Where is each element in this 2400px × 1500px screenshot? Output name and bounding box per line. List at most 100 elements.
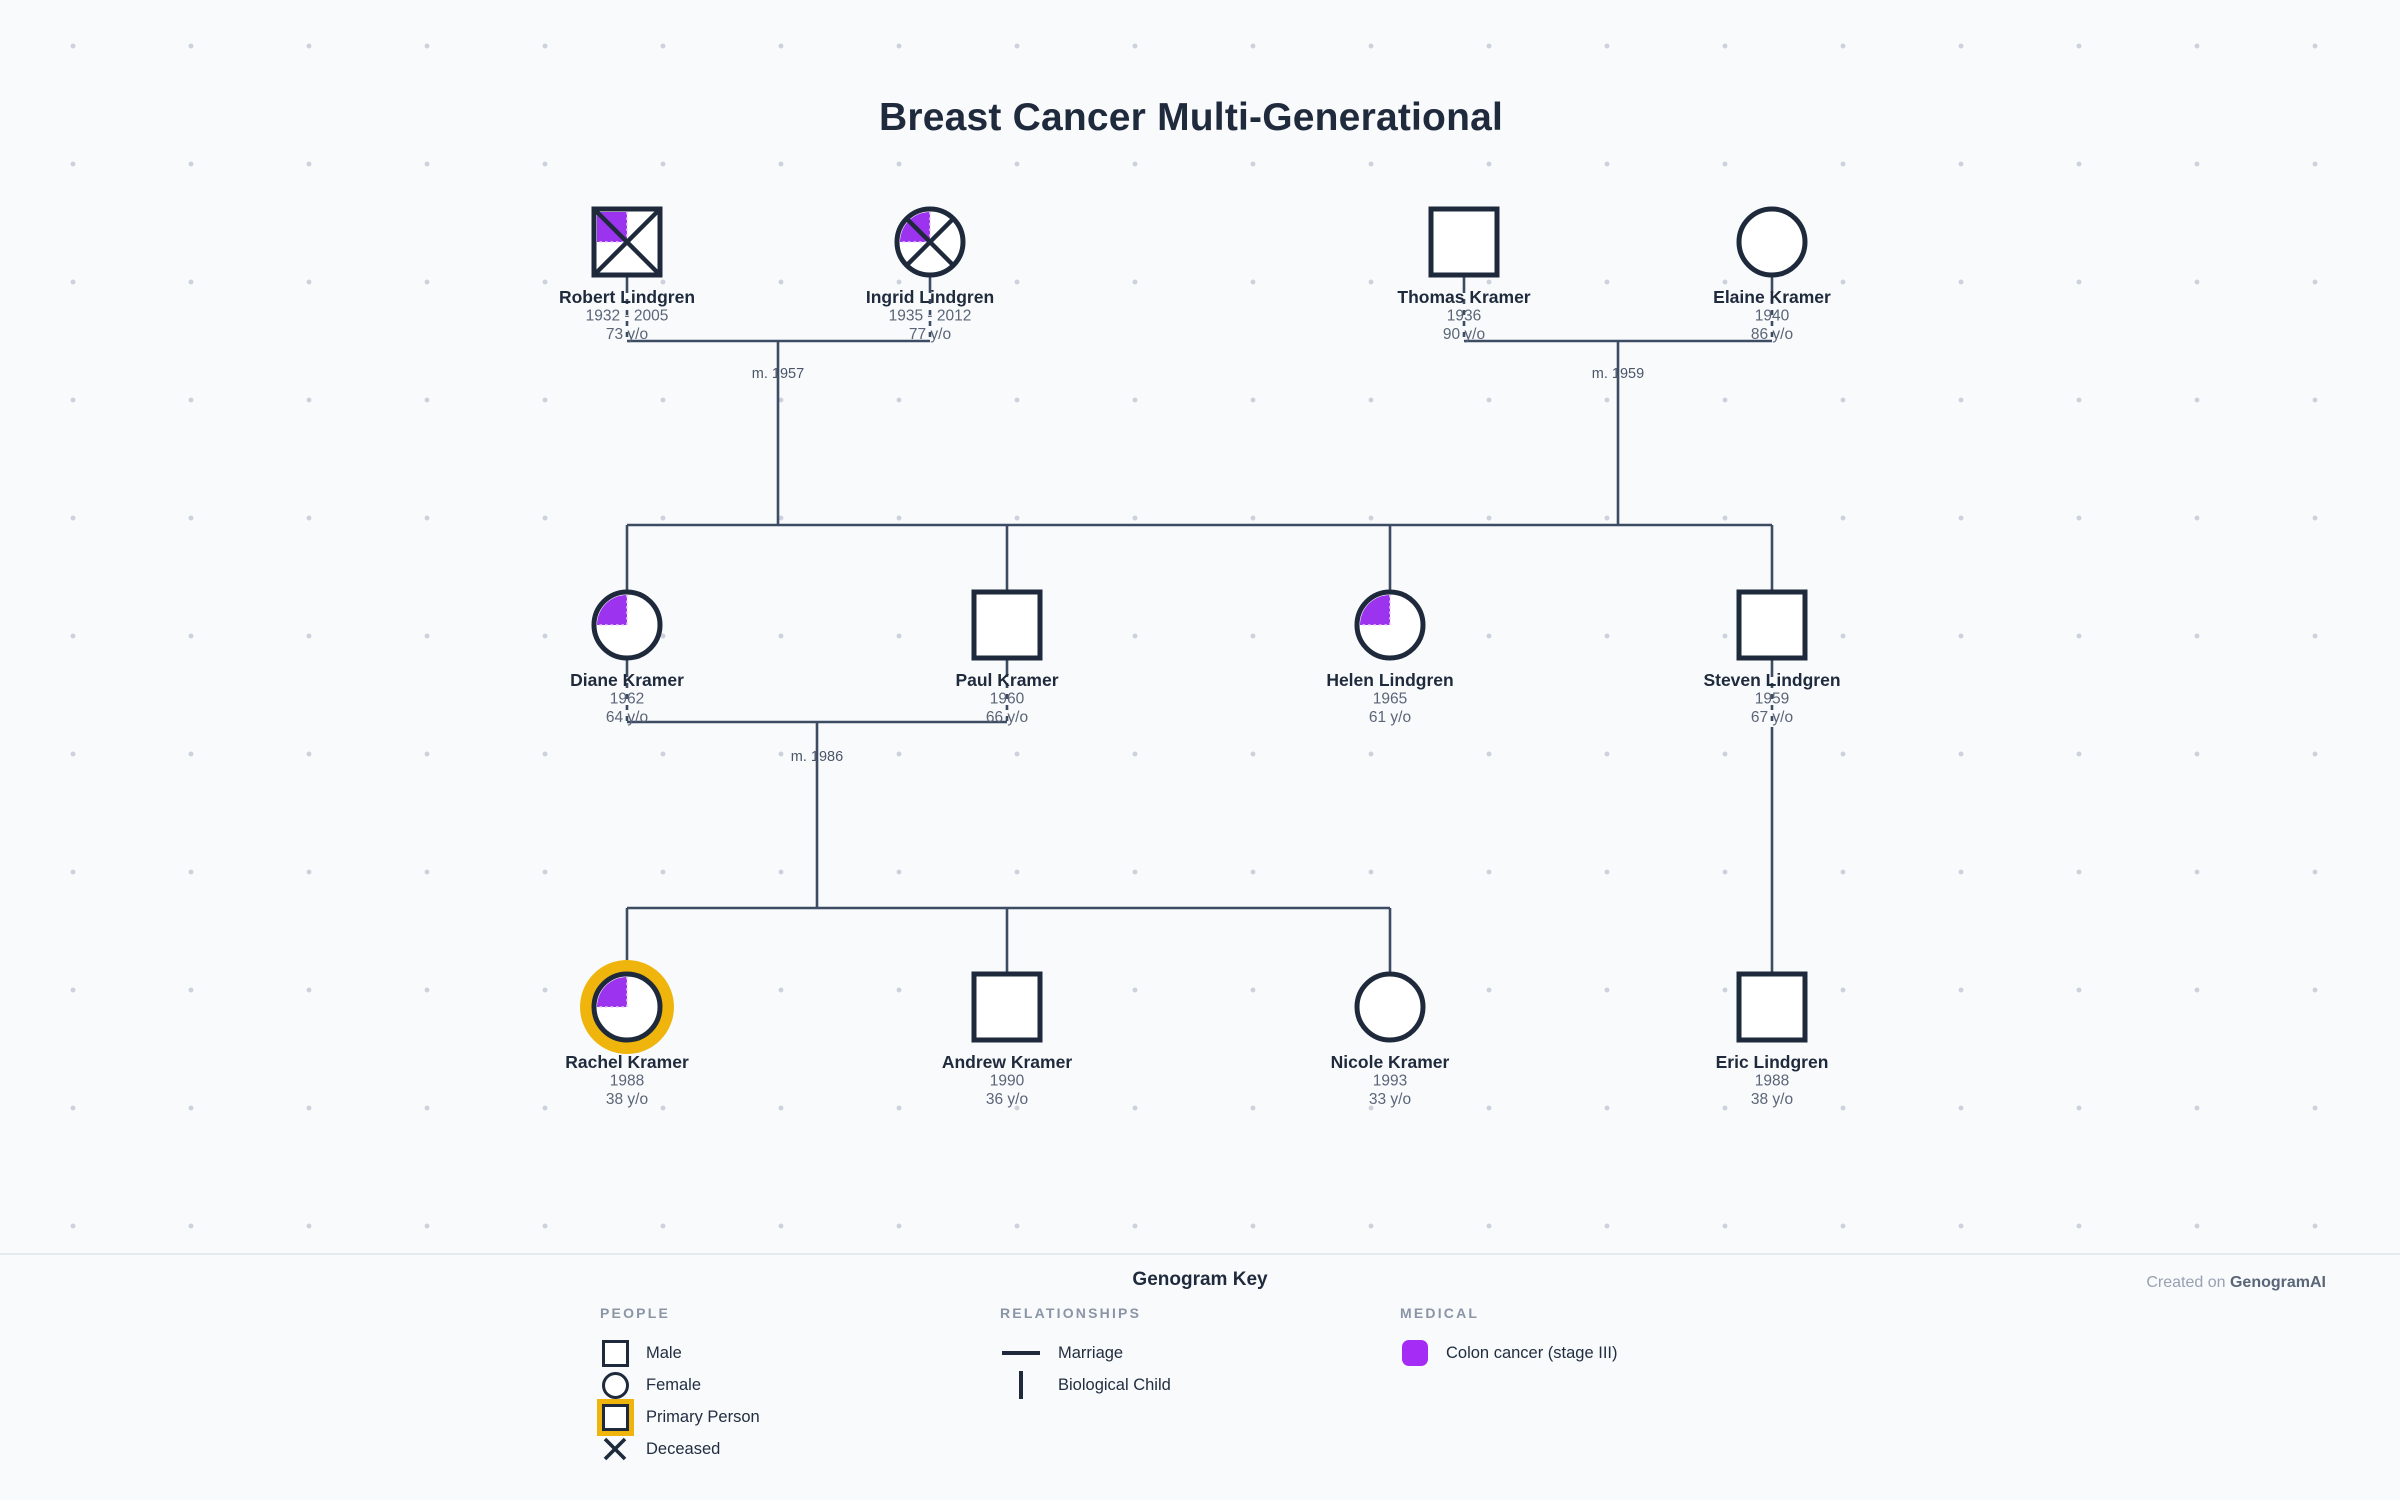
marriage-label: m. 1986	[791, 749, 843, 765]
marriage-line-icon	[1002, 1351, 1040, 1355]
key-item-label: Marriage	[1058, 1343, 1124, 1362]
person-name: Ingrid Lindgren	[866, 287, 994, 307]
person-years: 1988	[1755, 1073, 1789, 1090]
person-node-thomas[interactable]	[1428, 206, 1500, 278]
person-years: 1965	[1373, 691, 1407, 708]
condition-quarter-edge	[1360, 595, 1391, 626]
key-section-relationships: RELATIONSHIPS Marriage Biological Child	[1000, 1305, 1171, 1401]
key-item-label: Male	[646, 1343, 682, 1362]
key-item-marriage: Marriage	[1000, 1337, 1171, 1369]
person-name: Eric Lindgren	[1716, 1052, 1829, 1072]
key-item-label: Female	[646, 1375, 702, 1394]
male-shape	[1736, 589, 1808, 661]
condition-quarter-edge	[597, 977, 628, 1008]
person-years: 1940	[1755, 308, 1790, 325]
key-item-label: Biological Child	[1058, 1375, 1171, 1394]
key-heading-relationships: RELATIONSHIPS	[1000, 1305, 1142, 1321]
person-name: Steven Lindgren	[1703, 670, 1840, 690]
person-years: 1988	[610, 1073, 644, 1090]
person-years: 1935 - 2012	[889, 308, 972, 325]
female-icon	[601, 1371, 629, 1399]
key-heading-people: PEOPLE	[600, 1305, 670, 1321]
person-age: 64 y/o	[606, 709, 648, 726]
key-item-label: Colon cancer (stage III)	[1446, 1343, 1618, 1362]
marriage-label: m. 1957	[752, 366, 804, 382]
female-shape	[1354, 971, 1426, 1043]
female-shape	[1736, 206, 1808, 278]
genogram-tree: m. 1957 m. 1959 m. 1986 Robert Lindgren1932…	[559, 206, 1841, 1108]
person-age: 67 y/o	[1751, 709, 1793, 726]
deceased-x-mark	[905, 217, 955, 267]
person-node-robert[interactable]	[591, 206, 663, 278]
condition-quarter	[597, 595, 627, 625]
biological-child-line-icon	[1019, 1371, 1023, 1399]
person-age: 86 y/o	[1751, 326, 1793, 343]
condition-quarter	[597, 977, 627, 1007]
condition-quarter-edge	[597, 595, 628, 626]
person-name: Helen Lindgren	[1326, 670, 1453, 690]
page-title: Breast Cancer Multi-Generational	[878, 96, 1504, 139]
person-node-ingrid[interactable]	[894, 206, 966, 278]
primary-ring	[580, 960, 674, 1054]
person-name: Robert Lindgren	[559, 287, 695, 307]
person-name: Andrew Kramer	[942, 1052, 1073, 1072]
person-name: Paul Kramer	[955, 670, 1058, 690]
male-shape	[1428, 206, 1500, 278]
key-section-people: PEOPLE Male Female Primary Person Deceas…	[600, 1305, 760, 1465]
key-item-label: Primary Person	[646, 1407, 760, 1426]
person-age: 90 y/o	[1443, 326, 1485, 343]
key-title: Genogram Key	[1132, 1269, 1268, 1290]
person-age: 36 y/o	[986, 1091, 1028, 1108]
deceased-x-mark	[592, 207, 662, 277]
key-item-deceased: Deceased	[600, 1433, 760, 1465]
primary-person-icon	[601, 1403, 629, 1431]
condition-swatch-icon	[1402, 1340, 1428, 1366]
person-node-nicole[interactable]	[1354, 971, 1426, 1043]
person-name: Diane Kramer	[570, 670, 684, 690]
person-age: 66 y/o	[986, 709, 1028, 726]
person-years: 1962	[610, 691, 644, 708]
key-item-primary-person: Primary Person	[600, 1401, 760, 1433]
person-node-paul[interactable]	[971, 589, 1043, 661]
key-item-male: Male	[600, 1337, 760, 1369]
person-years: 1959	[1755, 691, 1789, 708]
person-age: 38 y/o	[606, 1091, 648, 1108]
key-section-medical: MEDICAL Colon cancer (stage III)	[1400, 1305, 1618, 1369]
genogram-key-panel: Genogram Key Created on GenogramAI PEOPL…	[0, 1253, 2400, 1500]
male-shape	[971, 589, 1043, 661]
key-item-label: Deceased	[646, 1439, 721, 1458]
person-age: 38 y/o	[1751, 1091, 1793, 1108]
person-node-elaine[interactable]	[1736, 206, 1808, 278]
person-node-rachel[interactable]	[580, 960, 674, 1054]
person-years: 1932 - 2005	[586, 308, 669, 325]
person-name: Nicole Kramer	[1331, 1052, 1450, 1072]
key-heading-medical: MEDICAL	[1400, 1305, 1480, 1321]
male-icon	[601, 1339, 629, 1367]
person-node-eric[interactable]	[1736, 971, 1808, 1043]
deceased-x-icon	[600, 1436, 630, 1462]
male-shape	[1736, 971, 1808, 1043]
person-name: Thomas Kramer	[1397, 287, 1530, 307]
person-node-helen[interactable]	[1354, 589, 1426, 661]
person-years: 1960	[990, 691, 1025, 708]
key-item-female: Female	[600, 1369, 760, 1401]
person-years: 1936	[1447, 308, 1481, 325]
key-item-colon-cancer: Colon cancer (stage III)	[1400, 1337, 1618, 1369]
male-shape	[971, 971, 1043, 1043]
credit: Created on GenogramAI	[2146, 1274, 2326, 1292]
person-node-diane[interactable]	[591, 589, 663, 661]
person-name: Elaine Kramer	[1713, 287, 1831, 307]
person-age: 77 y/o	[909, 326, 951, 343]
key-item-biological-child: Biological Child	[1000, 1369, 1171, 1401]
person-node-andrew[interactable]	[971, 971, 1043, 1043]
person-age: 33 y/o	[1369, 1091, 1411, 1108]
person-age: 61 y/o	[1369, 709, 1411, 726]
marriage-label: m. 1959	[1592, 366, 1644, 382]
person-node-steven[interactable]	[1736, 589, 1808, 661]
credit-brand: GenogramAI	[2229, 1274, 2326, 1291]
condition-quarter	[1360, 595, 1390, 625]
credit-prefix: Created on	[2146, 1274, 2226, 1291]
genogram-canvas[interactable]	[0, 0, 2400, 1253]
person-years: 1993	[1373, 1073, 1407, 1090]
